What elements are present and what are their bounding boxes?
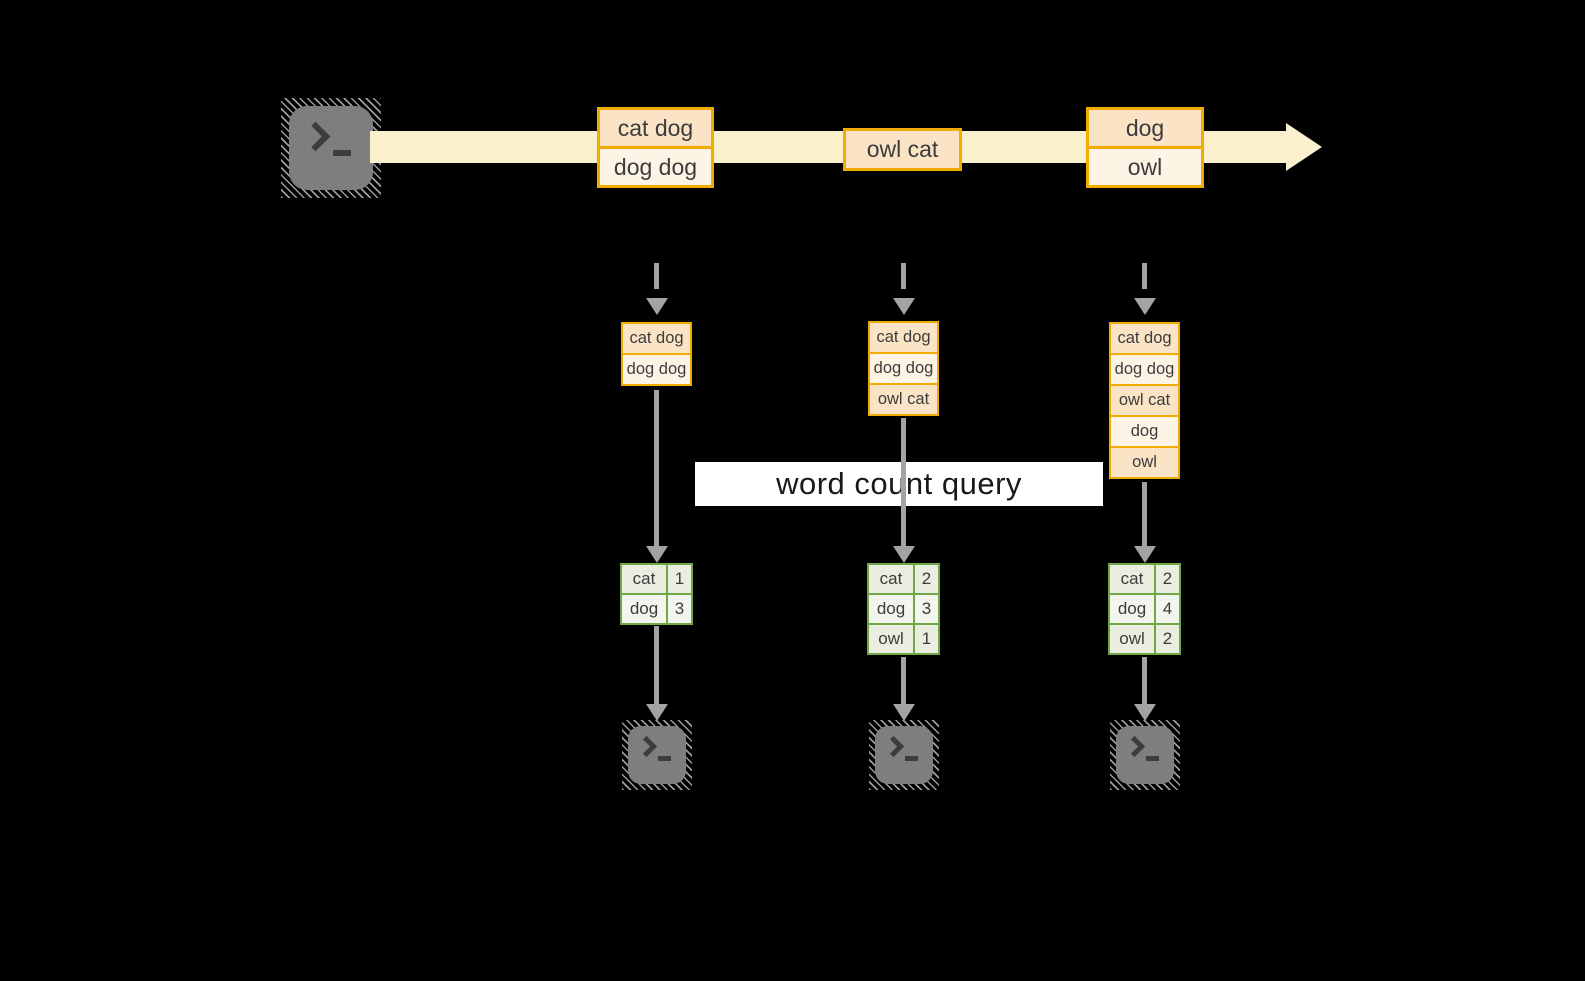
terminal-cursor-icon: [658, 756, 671, 761]
terminal-cursor-icon: [333, 150, 351, 156]
count-table-row: dog 3: [622, 593, 691, 623]
emit-arrow-line-2: [901, 657, 906, 704]
ingest-arrow-line-1: [654, 263, 659, 295]
stream-arrowhead-icon: [1286, 123, 1322, 171]
count-table-row: owl 2: [1110, 623, 1179, 653]
ingest-arrow-head-1: [646, 298, 668, 315]
word-cell: cat: [1120, 569, 1144, 588]
buffer-row: dog dog: [870, 352, 937, 383]
word-cell: owl: [878, 629, 904, 648]
word-cell: dog: [629, 599, 659, 618]
word-cell: cat: [632, 569, 656, 588]
emit-arrow-line-3: [1142, 657, 1147, 704]
buffer-row: owl cat: [1111, 384, 1178, 415]
process-arrow-head-1: [646, 546, 668, 563]
terminal-prompt-icon: [635, 735, 658, 758]
terminal-screen: [628, 726, 686, 784]
emit-arrow-line-1: [654, 626, 659, 704]
sink-terminal-icon-2: [869, 720, 939, 790]
buffer-stack-1: cat dog dog dog: [621, 322, 692, 386]
terminal-screen: [1116, 726, 1174, 784]
count-cell: 3: [666, 595, 691, 623]
emit-arrow-head-2: [893, 704, 915, 721]
word-cell: dog: [1117, 599, 1147, 618]
buffer-row: cat dog: [1111, 324, 1178, 353]
record-line: owl: [1089, 146, 1201, 185]
terminal-screen: [289, 106, 373, 190]
count-cell: 1: [913, 625, 938, 653]
count-cell: 3: [913, 595, 938, 623]
ingest-arrow-head-2: [893, 298, 915, 315]
ingest-arrow-head-3: [1134, 298, 1156, 315]
stream-record-box-2: owl cat: [843, 128, 962, 171]
word-cell: dog: [876, 599, 906, 618]
process-arrow-line-1: [654, 390, 659, 546]
sink-terminal-icon-3: [1110, 720, 1180, 790]
terminal-cursor-icon: [905, 756, 918, 761]
record-line: dog: [1089, 110, 1201, 146]
sink-terminal-icon-1: [622, 720, 692, 790]
count-cell: 2: [1154, 565, 1179, 593]
count-table-3: cat 2 dog 4 owl 2: [1108, 563, 1181, 655]
buffer-row: owl cat: [870, 383, 937, 414]
process-arrow-line-3: [1142, 482, 1147, 546]
buffer-row: owl: [1111, 446, 1178, 477]
terminal-prompt-icon: [882, 735, 905, 758]
count-table-row: dog 4: [1110, 593, 1179, 623]
emit-arrow-head-1: [646, 704, 668, 721]
terminal-screen: [875, 726, 933, 784]
record-line: owl cat: [846, 131, 959, 168]
process-arrow-head-2: [893, 546, 915, 563]
word-cell: cat: [879, 569, 903, 588]
count-cell: 2: [913, 565, 938, 593]
process-arrow-head-3: [1134, 546, 1156, 563]
count-table-row: cat 2: [1110, 565, 1179, 593]
terminal-prompt-icon: [1123, 735, 1146, 758]
process-arrow-line-2: [901, 418, 906, 546]
stream-record-box-3: dog owl: [1086, 107, 1204, 188]
word-cell: owl: [1119, 629, 1145, 648]
record-line: cat dog: [600, 110, 711, 146]
ingest-arrow-line-3: [1142, 263, 1147, 295]
buffer-stack-3: cat dog dog dog owl cat dog owl: [1109, 322, 1180, 479]
count-cell: 4: [1154, 595, 1179, 623]
query-label: word count query: [695, 462, 1103, 506]
emit-arrow-head-3: [1134, 704, 1156, 721]
source-terminal-icon: [281, 98, 381, 198]
buffer-row: cat dog: [870, 323, 937, 352]
count-table-row: dog 3: [869, 593, 938, 623]
buffer-row: cat dog: [623, 324, 690, 353]
count-table-1: cat 1 dog 3: [620, 563, 693, 625]
buffer-stack-2: cat dog dog dog owl cat: [868, 321, 939, 416]
terminal-prompt-icon: [300, 121, 331, 152]
terminal-cursor-icon: [1146, 756, 1159, 761]
count-table-row: cat 2: [869, 565, 938, 593]
count-table-2: cat 2 dog 3 owl 1: [867, 563, 940, 655]
buffer-row: dog: [1111, 415, 1178, 446]
buffer-row: dog dog: [623, 353, 690, 384]
count-cell: 2: [1154, 625, 1179, 653]
buffer-row: dog dog: [1111, 353, 1178, 384]
ingest-arrow-line-2: [901, 263, 906, 295]
stream-record-box-1: cat dog dog dog: [597, 107, 714, 188]
count-cell: 1: [666, 565, 691, 593]
count-table-row: cat 1: [622, 565, 691, 593]
count-table-row: owl 1: [869, 623, 938, 653]
record-line: dog dog: [600, 146, 711, 185]
